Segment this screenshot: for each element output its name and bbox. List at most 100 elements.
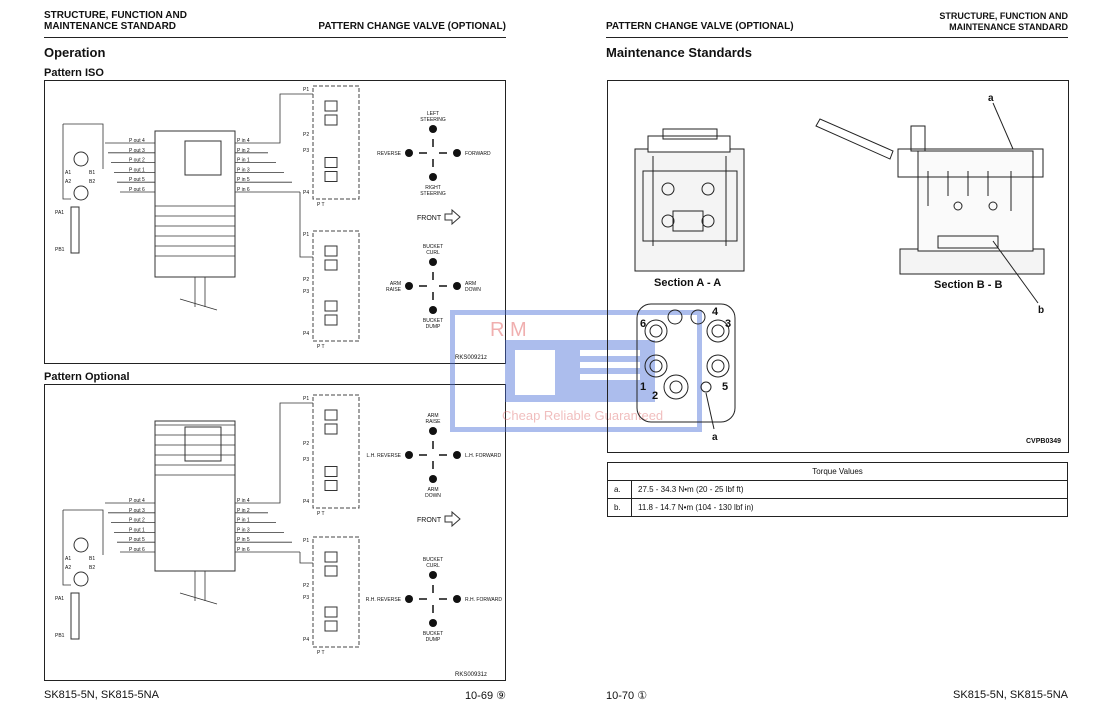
pump-label: PA1	[55, 210, 64, 216]
callout-b-leader	[992, 240, 1039, 304]
pump-icon	[73, 185, 89, 201]
hydraulic-line	[179, 592, 218, 605]
pump-label: B1	[89, 170, 95, 176]
pout-label: P out 1	[129, 167, 145, 173]
valve-symbol	[324, 606, 338, 618]
optional-title: Pattern Optional	[44, 371, 130, 383]
cross2-left-label: R.H. REVERSE	[366, 597, 402, 603]
pout-label: P out 2	[129, 158, 145, 164]
pilot-port-dot	[405, 451, 413, 459]
pump-icon	[73, 151, 89, 167]
port-label: P3	[303, 289, 309, 295]
pump-icon	[73, 537, 89, 553]
pout-label: P out 6	[129, 187, 145, 193]
cross2-right-label: ARM	[465, 281, 476, 287]
section-title: Operation	[44, 45, 106, 60]
section-aa-label: Section A - A	[654, 277, 721, 289]
selector-spool	[184, 426, 222, 462]
pump-label: B2	[89, 565, 95, 571]
header-rule	[44, 37, 506, 38]
torque-header: Torque Values	[607, 462, 1068, 481]
valve-symbol	[324, 259, 338, 271]
hydraulic-line	[179, 298, 218, 311]
pump-icon	[73, 571, 89, 587]
pt-label: P T	[317, 202, 325, 208]
pump-label: A1	[65, 556, 71, 562]
pump-label: B1	[89, 556, 95, 562]
cross2-right-label: R.H. FORWARD	[465, 597, 502, 603]
pilot-port-dot	[453, 451, 461, 459]
valve-symbol	[324, 300, 338, 312]
cross2-right-label: DOWN	[465, 287, 481, 293]
pump-label: PA1	[55, 596, 64, 602]
pin-label: P in 2	[237, 508, 250, 514]
pout-label: P out 6	[129, 547, 145, 553]
pin-label: P in 5	[237, 537, 250, 543]
pilot-port-dot	[405, 282, 413, 290]
maintenance-title: Maintenance Standards	[606, 45, 752, 60]
cylinder-icon	[70, 592, 80, 640]
cross1-top-label: ARM	[427, 413, 438, 419]
hydraulic-line	[63, 123, 104, 169]
cross2-bottom-label: BUCKET	[423, 318, 443, 324]
pin-label: P in 5	[237, 177, 250, 183]
header-left-2: MAINTENANCE STANDARD	[44, 21, 177, 32]
port-number: 6	[640, 318, 646, 330]
pump-label: PB1	[55, 633, 65, 639]
callout-a2-leader	[705, 392, 715, 430]
pt-label: P T	[317, 344, 325, 350]
pilot-port-dot	[429, 306, 437, 314]
front-label: FRONT	[417, 215, 442, 222]
pilot-port-dot	[453, 149, 461, 157]
cross1-right-label: L.H. FORWARD	[465, 453, 502, 459]
port-label: P2	[303, 277, 309, 283]
callout-a: a	[988, 93, 994, 104]
callout-a-leader	[992, 102, 1014, 150]
pilot-port-dot	[405, 595, 413, 603]
hydraulic-line	[299, 192, 313, 258]
cross2-bottom-label: DUMP	[426, 637, 441, 643]
port-number: 3	[725, 318, 731, 330]
torque-value: 11.8 - 14.7 N•m (104 - 130 lbf in)	[631, 498, 1068, 517]
figure-code: CVPB0349	[1026, 438, 1061, 445]
callout-a2: a	[712, 432, 718, 443]
valve-symbol	[324, 409, 338, 421]
pin-label: P in 2	[237, 148, 250, 154]
valve-symbol	[324, 100, 338, 112]
header-right-1: STRUCTURE, FUNCTION AND	[939, 11, 1068, 21]
section-bb-label: Section B - B	[934, 279, 1003, 291]
header-right: PATTERN CHANGE VALVE (OPTIONAL)	[318, 21, 506, 32]
diagram-code: RKS00931z	[455, 672, 487, 678]
pump-label: PB1	[55, 247, 65, 253]
selector-block	[154, 420, 236, 572]
cylinder-icon	[70, 206, 80, 254]
valve-symbol	[324, 551, 338, 563]
pump-label: A2	[65, 565, 71, 571]
port-label: P4	[303, 331, 309, 337]
port-number: 2	[652, 390, 658, 402]
pilot-port-dot	[429, 571, 437, 579]
footer-model-left: SK815-5N, SK815-5NA	[44, 689, 159, 701]
footer-page-left: 10-69 ⑨	[464, 690, 506, 702]
valve-symbol	[324, 466, 338, 477]
valve-symbol	[324, 480, 338, 491]
pin-label: P in 1	[237, 518, 250, 524]
cross1-left-label: L.H. REVERSE	[367, 453, 402, 459]
cross1-bottom-label: RIGHT	[425, 185, 441, 191]
front-arrow-icon	[444, 208, 461, 226]
pin-label: P in 4	[237, 138, 250, 144]
pin-label: P in 6	[237, 187, 250, 193]
iso-title: Pattern ISO	[44, 67, 104, 79]
port-label: P1	[303, 396, 309, 402]
torque-value: 27.5 - 34.3 N•m (20 - 25 lbf ft)	[631, 480, 1068, 499]
cross1-top-label: RAISE	[425, 419, 441, 425]
pilot-port-dot	[429, 173, 437, 181]
valve-symbol	[324, 565, 338, 577]
hydraulic-line	[62, 510, 71, 586]
pout-label: P out 5	[129, 537, 145, 543]
port-label: P4	[303, 190, 309, 196]
pilot-port-dot	[453, 595, 461, 603]
hydraulic-line	[260, 93, 313, 144]
footer-page-right: 10-70 ①	[606, 690, 648, 702]
